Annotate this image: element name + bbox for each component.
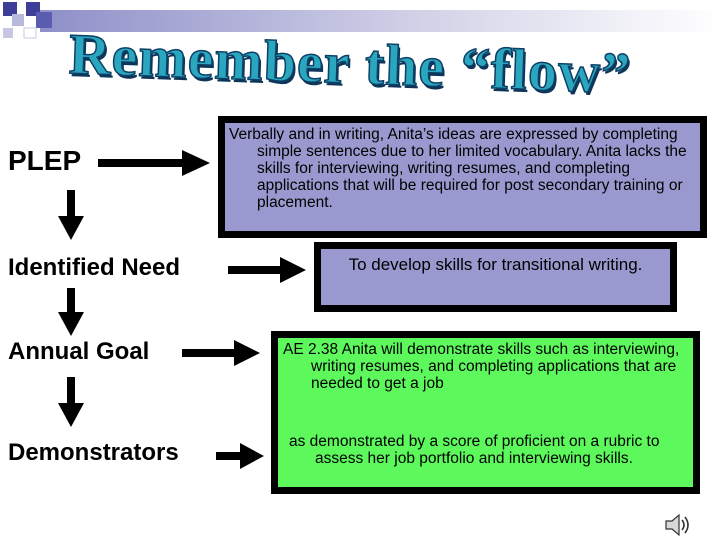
down-arrow-icon <box>58 377 84 427</box>
plep-box: Verbally and in writing, Anita’s ideas a… <box>218 116 707 238</box>
demo-text: as demonstrated by a score of proficient… <box>289 433 660 467</box>
identified-need-label: Identified Need <box>8 254 181 281</box>
plep-label: PLEP <box>8 145 82 176</box>
annual-goal-label: Annual Goal <box>8 338 150 365</box>
speaker-icon[interactable] <box>664 512 692 538</box>
goal-box: AE 2.38 Anita will demonstrate skills su… <box>271 331 700 494</box>
right-arrow-icon <box>228 257 306 283</box>
right-arrow-icon <box>182 340 260 366</box>
identified-need-box: To develop skills for transitional writi… <box>314 242 677 312</box>
need-text: To develop skills for transitional writi… <box>348 255 643 274</box>
down-arrow-icon <box>58 190 84 240</box>
demonstrators-label: Demonstrators <box>8 439 179 466</box>
corner-decoration <box>3 2 720 39</box>
down-arrow-icon <box>58 288 84 336</box>
right-arrow-icon <box>216 443 264 469</box>
right-arrow-icon <box>98 150 210 176</box>
plep-text: Verbally and in writing, Anita’s ideas a… <box>229 126 687 211</box>
goal-text: AE 2.38 Anita will demonstrate skills su… <box>283 341 680 392</box>
